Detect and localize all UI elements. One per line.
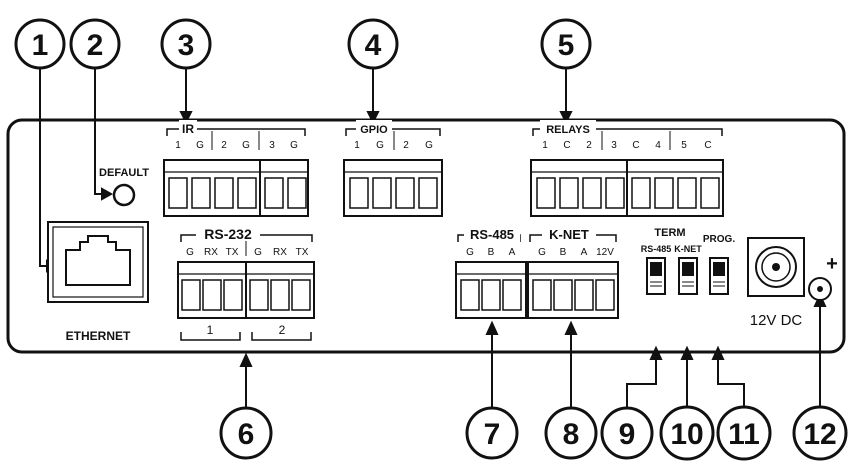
gpio-title: GPIO [360,124,388,136]
rs485-pin-1: G [466,247,474,258]
rs232-pin-3: TX [226,247,239,258]
term-knet-switch [678,257,698,295]
relays-pin-4: 3 [611,140,617,151]
ir-pin-4: G [242,140,250,151]
relays-connector: RELAYS 1 C 2 3 C 4 5 C [530,120,724,217]
rs232-port-2: 2 [279,323,286,337]
ground-plus-sign: + [826,253,838,275]
rs232-title: RS-232 [204,226,252,242]
svg-text:10: 10 [670,418,703,451]
rs232-pin-2: RX [204,247,218,258]
callout-10: 10 [659,405,715,461]
rs232-connector: RS-232 G RX TX G RX TX 1 2 [177,226,315,341]
term-knet-label: K-NET [674,244,702,254]
relays-pin-7: 5 [681,140,687,151]
prog-label: PROG. [703,234,735,245]
svg-text:4: 4 [365,29,382,62]
ethernet-port: ETHERNET [47,221,149,343]
relays-pin-8: C [704,140,711,151]
gpio-connector: GPIO 1 G 2 G [343,120,443,217]
rs485-connector: RS-485 G B A [455,226,527,319]
ir-pin-3: 2 [221,140,227,151]
default-button: DEFAULT [99,167,149,207]
callout-5: 5 [540,18,592,70]
ethernet-label: ETHERNET [66,329,131,343]
ir-pin-5: 3 [269,140,275,151]
gpio-pin-3: 2 [403,140,409,151]
rs485-pin-2: B [488,247,495,258]
knet-connector: K-NET G B A 12V [527,226,619,319]
ir-pin-1: 1 [175,140,181,151]
knet-pin-2: B [560,247,567,258]
callout-2: 2 [69,18,121,70]
callout-1: 1 [14,18,66,70]
power-connector: 12V DC [747,237,805,329]
rs232-pin-1: G [186,247,194,258]
callout-9: 9 [600,406,654,460]
ir-pin-2: G [196,140,204,151]
relays-pin-6: 4 [655,140,661,151]
svg-text:6: 6 [238,418,255,451]
svg-text:1: 1 [32,29,49,62]
svg-text:3: 3 [178,29,195,62]
rs485-title: RS-485 [470,227,514,242]
ir-pin-6: G [290,140,298,151]
relays-pin-3: 2 [586,140,592,151]
gpio-pin-4: G [425,140,433,151]
svg-text:8: 8 [563,418,580,451]
callout-7: 7 [465,406,519,460]
gpio-pin-1: 1 [354,140,360,151]
svg-text:7: 7 [484,418,501,451]
term-title: TERM [654,227,685,239]
rs232-pin-4: G [254,247,262,258]
callout-4: 4 [347,18,399,70]
leader-lines [39,68,827,408]
ir-connector: IR 1 G 2 G 3 G [163,120,309,217]
svg-text:5: 5 [558,29,575,62]
rs232-pin-5: RX [273,247,287,258]
ir-title: IR [182,122,194,136]
rs485-pin-3: A [509,247,516,258]
svg-text:9: 9 [619,418,636,451]
term-rs485-label: RS-485 [641,244,672,254]
relays-pin-2: C [563,140,570,151]
callout-6: 6 [219,406,273,460]
rs232-pin-6: TX [296,247,309,258]
prog-switch: PROG. [703,234,735,295]
knet-pin-4: 12V [596,247,614,258]
relays-title: RELAYS [546,124,590,136]
callout-3: 3 [160,18,212,70]
svg-text:2: 2 [87,29,104,62]
knet-title: K-NET [549,227,589,242]
rs232-port-1: 1 [207,323,214,337]
ground-screw: + [808,253,838,301]
relays-pin-1: 1 [542,140,548,151]
term-switches: TERM RS-485 K-NET [641,227,702,295]
svg-text:11: 11 [728,418,760,451]
svg-text:12: 12 [803,418,836,451]
callout-8: 8 [544,406,598,460]
term-rs485-switch [646,257,666,295]
power-label: 12V DC [750,312,803,329]
svg-text:DEFAULT: DEFAULT [99,167,149,179]
gpio-pin-2: G [376,140,384,151]
knet-pin-3: A [581,247,588,258]
knet-pin-1: G [538,247,546,258]
relays-pin-5: C [632,140,639,151]
callout-12: 12 [792,405,848,461]
callout-11: 11 [716,405,772,461]
